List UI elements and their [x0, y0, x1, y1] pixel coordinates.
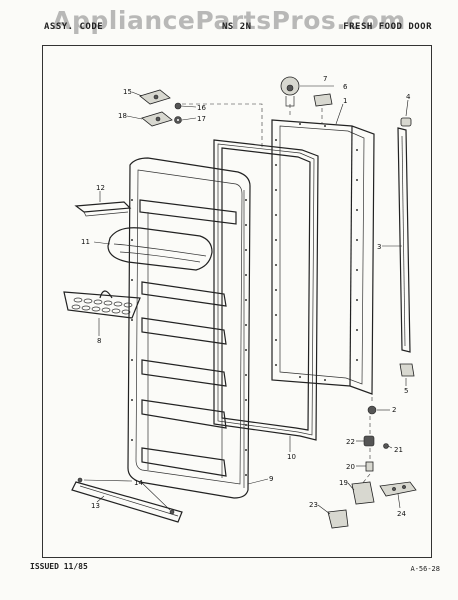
- callout-12: 12: [96, 184, 105, 192]
- bottom-hinge: [379, 481, 417, 497]
- callout-14: 14: [134, 479, 143, 487]
- issued-date: ISSUED 11/85: [30, 562, 88, 571]
- callout-3: 3: [377, 243, 381, 251]
- callout-17: 17: [197, 115, 206, 123]
- leader-lines: [83, 85, 409, 515]
- callout-22: 22: [346, 438, 355, 446]
- hinge-pin: [365, 461, 374, 472]
- door-cam: [327, 509, 349, 529]
- header-assembly-code: ASSY. CODE: [44, 22, 104, 32]
- trim-end-cap-bottom: [399, 363, 415, 377]
- callout-21: 21: [394, 446, 403, 454]
- trim-end-cap-top: [400, 117, 412, 127]
- callout-7: 7: [323, 75, 327, 83]
- callout-23: 23: [309, 501, 318, 509]
- callout-20: 20: [346, 463, 355, 471]
- callout-6: 6: [343, 83, 348, 91]
- header-model-code: NS 2N: [222, 22, 252, 32]
- hinge-bracket-lower: [141, 111, 173, 127]
- callout-10: 10: [287, 453, 296, 461]
- callout-5: 5: [404, 387, 408, 395]
- outer-door-panel: [271, 119, 375, 395]
- watermark: AppliancePartsPros.com: [52, 6, 406, 35]
- handle-insert: [313, 93, 333, 107]
- trim-screws: [77, 477, 175, 515]
- hinge-spacer: [383, 443, 389, 449]
- header-section-title: FRESH FOOD DOOR: [343, 22, 432, 32]
- callout-11: 11: [81, 238, 90, 246]
- callout-18: 18: [118, 112, 127, 120]
- butter-door: [74, 201, 132, 217]
- door-trim-strip: [397, 127, 411, 353]
- callout-2: 2: [392, 406, 396, 414]
- callout-labels: 1 2 3 4 5 6 7 8 9 10 11 12 13 14 15 16 1…: [81, 75, 411, 518]
- callout-16: 16: [197, 104, 206, 112]
- callout-4: 4: [406, 93, 411, 101]
- egg-tray: [63, 290, 141, 319]
- callout-19: 19: [339, 479, 348, 487]
- callout-13: 13: [91, 502, 100, 510]
- bottom-door-trim: [71, 481, 183, 523]
- callout-9: 9: [269, 475, 273, 483]
- door-gasket: [213, 139, 319, 441]
- plug-button: [367, 405, 377, 415]
- diagram-frame: [42, 45, 432, 558]
- hinge-bushing: [363, 435, 375, 447]
- door-liner: [127, 157, 251, 499]
- hinge-washer: [174, 116, 182, 124]
- callout-8: 8: [97, 337, 101, 345]
- dairy-door: [107, 227, 213, 271]
- hinge-screw: [174, 102, 182, 110]
- bottom-hinge-bracket: [351, 481, 375, 505]
- callout-15: 15: [123, 88, 132, 96]
- handle-bracket: [280, 76, 300, 107]
- callout-1: 1: [343, 97, 347, 105]
- alignment-lines: [182, 103, 373, 485]
- callout-24: 24: [397, 510, 406, 518]
- hinge-bracket-upper: [139, 89, 171, 105]
- diagram-code: A-56-28: [410, 565, 440, 573]
